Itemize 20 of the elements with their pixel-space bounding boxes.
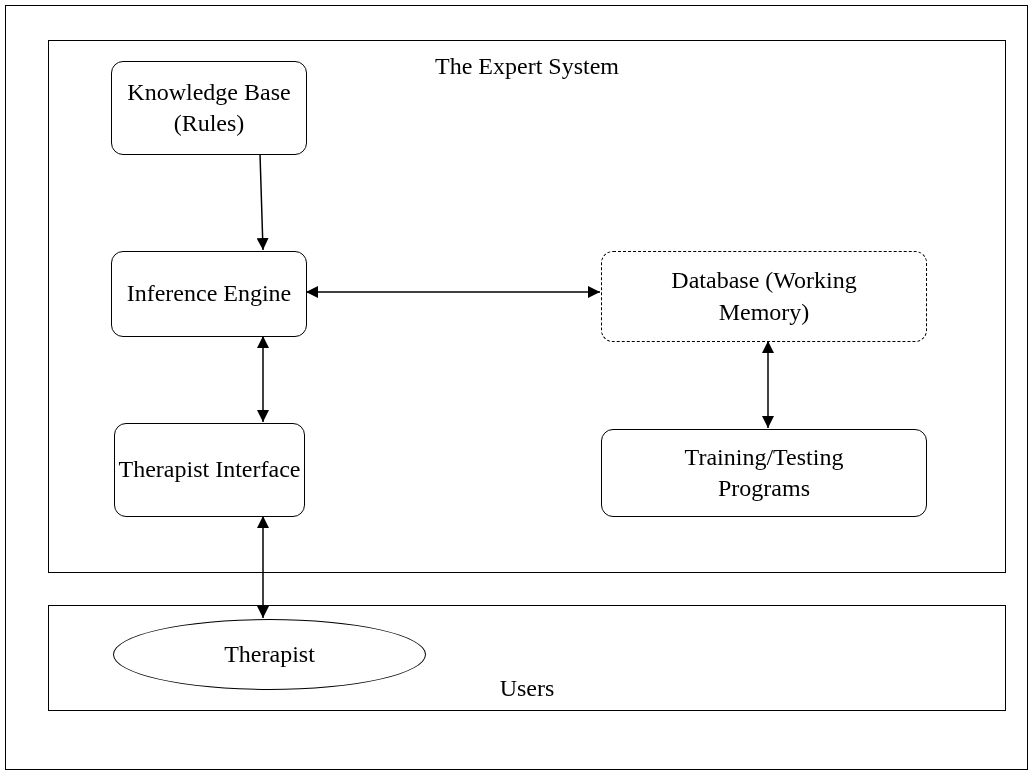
node-label: Therapist Interface [118,455,301,485]
arrow [305,286,601,298]
node-label: Database (Working Memory) [670,266,858,327]
arrow [762,340,774,429]
process-box [111,61,307,155]
process-box [601,251,927,342]
node-label: Therapist [224,639,315,669]
node-label: Knowledge Base (Rules) [126,77,292,138]
group-panel [48,605,1006,711]
process-box [111,251,307,337]
arrow [256,153,269,251]
arrow [257,335,269,423]
group-panel [48,40,1006,573]
arrow [257,515,269,619]
node-label: Inference Engine [126,279,292,309]
node-label: Training/Testing Programs [683,442,845,503]
group-title: Users [498,673,556,703]
process-box [114,423,305,517]
process-box [601,429,927,517]
group-title: The Expert System [434,52,620,81]
